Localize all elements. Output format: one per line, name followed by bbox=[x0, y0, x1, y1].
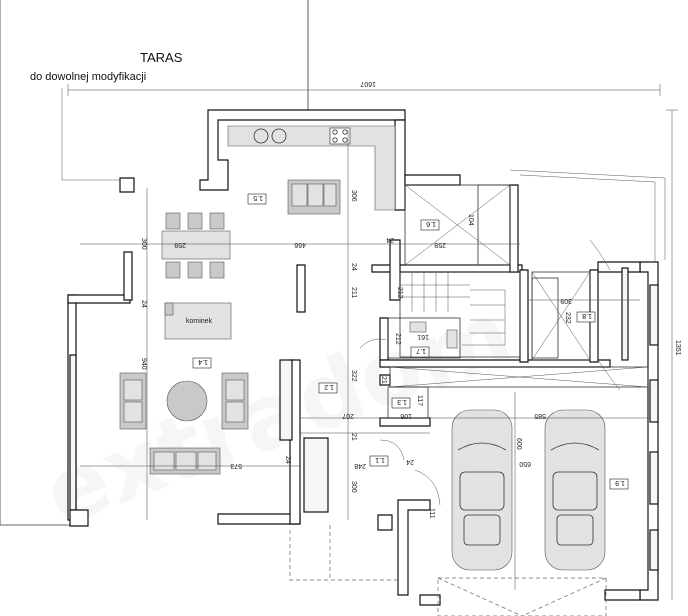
svg-text:306: 306 bbox=[350, 190, 357, 202]
sink-right-icon bbox=[271, 128, 287, 144]
dimension-top-overall: 1607 bbox=[67, 80, 661, 96]
svg-text:322: 322 bbox=[350, 370, 357, 382]
entrance-canopy bbox=[289, 525, 398, 581]
room-tag-1-7: 1.7 bbox=[410, 346, 430, 358]
car-left bbox=[451, 409, 513, 571]
dim-1351: 1351 bbox=[674, 340, 681, 356]
kitchen-counter bbox=[227, 125, 396, 211]
svg-text:940: 940 bbox=[140, 358, 147, 370]
fireplace: kominek bbox=[164, 302, 232, 340]
svg-text:300: 300 bbox=[140, 238, 147, 250]
room-tag-1-8: 1.8 bbox=[576, 311, 596, 323]
svg-text:232: 232 bbox=[564, 312, 571, 324]
svg-text:21: 21 bbox=[350, 433, 357, 441]
terrace-subtitle: do dowolnej modyfikacji bbox=[30, 71, 146, 83]
room-tag-1-5: 1.5 bbox=[247, 193, 267, 205]
svg-text:24: 24 bbox=[284, 456, 291, 464]
interior-dimension-lines bbox=[80, 130, 648, 590]
coffee-table-icon bbox=[166, 380, 208, 422]
svg-text:259: 259 bbox=[434, 241, 446, 248]
svg-text:24: 24 bbox=[350, 263, 357, 271]
svg-text:1.8: 1.8 bbox=[582, 312, 592, 319]
svg-text:212: 212 bbox=[396, 287, 403, 299]
living-room-furniture bbox=[119, 372, 249, 475]
room-tag-1-1: 1.1 bbox=[369, 455, 389, 467]
garage-door bbox=[437, 577, 607, 616]
svg-text:211: 211 bbox=[350, 287, 357, 298]
kominek-label: kominek bbox=[186, 318, 213, 325]
room-tag-1-6: 1.6 bbox=[420, 219, 440, 231]
room-tag-1-4: 1.4 bbox=[192, 357, 212, 369]
dimension-right-overall: 1351 bbox=[666, 109, 681, 600]
terrace-area: TARAS do dowolnej modyfikacji bbox=[0, 0, 309, 526]
svg-text:650: 650 bbox=[519, 460, 531, 467]
svg-text:1.3: 1.3 bbox=[397, 398, 407, 405]
svg-text:111: 111 bbox=[428, 508, 435, 519]
svg-text:117: 117 bbox=[416, 395, 423, 406]
svg-text:104: 104 bbox=[467, 214, 474, 226]
exterior-walls bbox=[67, 109, 659, 606]
sink-left-icon bbox=[253, 128, 269, 144]
dimension-labels: 466 259 259 306 300 24 24 24 24 104 211 … bbox=[140, 190, 572, 519]
room-tags: 1.5 1.6 1.4 1.2 1.3 1.1 1.7 1.8 1.9 bbox=[192, 193, 629, 490]
svg-text:207: 207 bbox=[342, 412, 354, 419]
svg-text:585: 585 bbox=[534, 412, 546, 419]
car-right bbox=[544, 409, 606, 571]
watermark-text: extradom bbox=[31, 281, 525, 546]
terrace-title: TARAS bbox=[140, 50, 183, 65]
svg-text:1.7: 1.7 bbox=[416, 347, 426, 354]
doors bbox=[359, 239, 621, 506]
room-tag-1-9: 1.9 bbox=[609, 478, 629, 490]
right-outdoor-outline bbox=[509, 169, 666, 260]
room-1-6-storage bbox=[404, 184, 511, 266]
svg-text:600: 600 bbox=[515, 438, 522, 450]
svg-text:248: 248 bbox=[354, 462, 366, 469]
svg-text:300: 300 bbox=[350, 481, 357, 493]
svg-text:1.6: 1.6 bbox=[426, 220, 436, 227]
svg-text:1.5: 1.5 bbox=[253, 194, 263, 201]
svg-text:24: 24 bbox=[140, 300, 147, 308]
svg-text:573: 573 bbox=[230, 462, 242, 469]
svg-text:24: 24 bbox=[386, 236, 394, 243]
dim-1607: 1607 bbox=[360, 80, 376, 87]
svg-text:259: 259 bbox=[174, 241, 186, 248]
svg-text:1.4: 1.4 bbox=[198, 358, 208, 365]
svg-text:212: 212 bbox=[394, 333, 401, 345]
svg-text:106: 106 bbox=[400, 412, 412, 419]
svg-text:1.1: 1.1 bbox=[375, 456, 385, 463]
windows bbox=[279, 267, 659, 571]
sofa-upper bbox=[287, 179, 341, 215]
svg-text:161: 161 bbox=[417, 333, 429, 340]
room-tag-1-2: 1.2 bbox=[318, 382, 338, 394]
svg-text:309: 309 bbox=[560, 297, 572, 304]
svg-text:1.2: 1.2 bbox=[324, 383, 334, 390]
right-outdoor-inner bbox=[519, 174, 656, 262]
room-1-7-wc bbox=[387, 317, 461, 359]
svg-text:466: 466 bbox=[294, 241, 306, 248]
svg-text:1.9: 1.9 bbox=[615, 479, 625, 486]
svg-text:24: 24 bbox=[406, 458, 414, 465]
room-tag-1-3: 1.3 bbox=[391, 397, 411, 409]
dining-table bbox=[161, 212, 231, 279]
svg-text:21: 21 bbox=[380, 376, 387, 384]
